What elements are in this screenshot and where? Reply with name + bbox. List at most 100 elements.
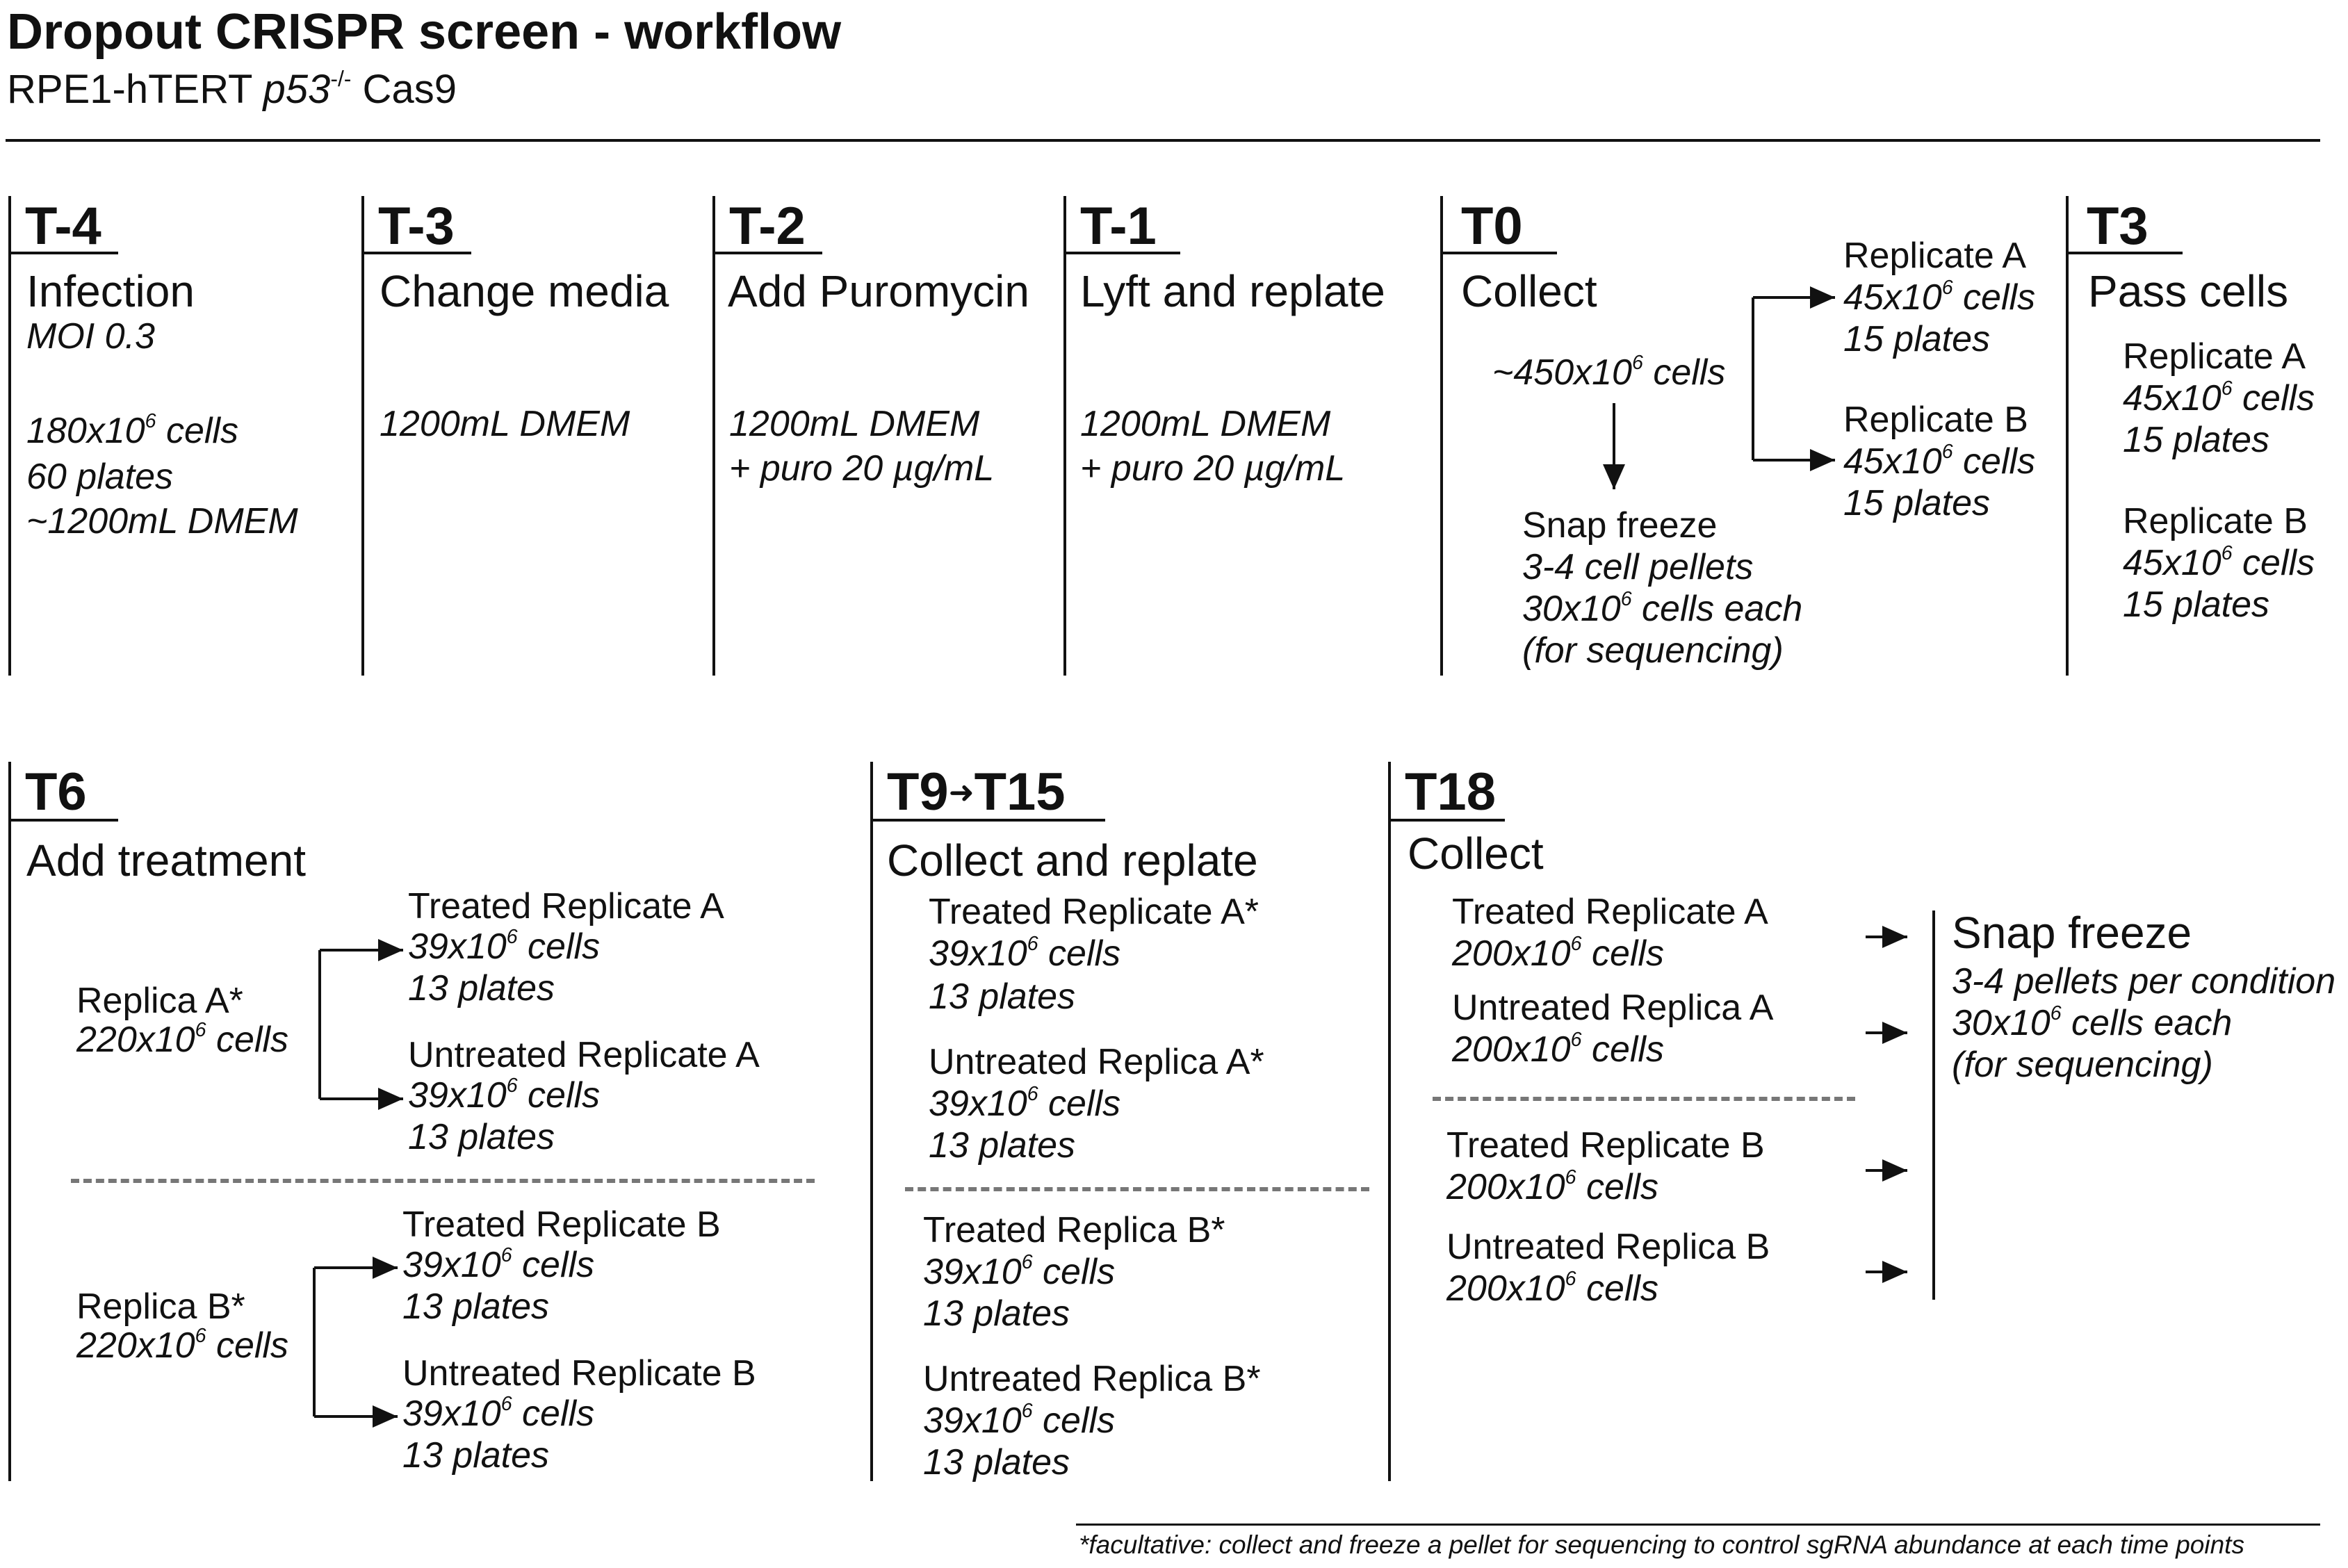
pellets-per-condition: 3-4 pellets per condition [1952, 961, 2336, 1002]
replicate-b-cells: 45x106 cells [1843, 441, 2036, 482]
treated-a-label: Treated Replicate A* [929, 892, 1259, 932]
step-heading: Pass cells [2088, 266, 2289, 316]
untreated-b-label: Untreated Replica B [1446, 1227, 1770, 1267]
divider-t0 [1440, 196, 1443, 676]
subtitle-gene: p53 [263, 67, 331, 112]
untreated-b-cells: 39x106 cells [402, 1393, 595, 1434]
treated-b-plates: 13 plates [402, 1287, 550, 1327]
timepoint-label: T0 [1461, 197, 1523, 256]
step-heading: Lyft and replate [1080, 266, 1385, 316]
timepoint-label: T-1 [1080, 197, 1157, 256]
replicate-a-label: Replicate A [2123, 336, 2306, 377]
replicate-b-label: Replicate B [2123, 501, 2308, 541]
replica-separator [905, 1187, 1369, 1191]
untreated-b-plates: 13 plates [402, 1435, 550, 1476]
step-heading: Collect [1461, 266, 1597, 316]
timepoint-underline [870, 819, 1105, 822]
timepoint-underline [8, 819, 118, 822]
step-heading: Collect [1408, 828, 1544, 879]
step-heading: Add treatment [26, 835, 306, 885]
untreated-a-label: Untreated Replica A [1452, 988, 1774, 1028]
treated-a-cells: 39x106 cells [929, 933, 1121, 974]
timepoint-label: T6 [25, 762, 87, 822]
title-divider [6, 139, 2320, 142]
cell-count: ~450x106 cells [1492, 352, 1726, 393]
footnote: *facultative: collect and freeze a pelle… [1079, 1530, 2244, 1559]
page-title: Dropout CRISPR screen - workflow [7, 4, 842, 60]
untreated-b-label: Untreated Replica B* [923, 1359, 1261, 1399]
timepoint-label: T-2 [729, 197, 806, 256]
replicate-a-plates: 15 plates [1843, 319, 1991, 359]
puromycin-dose: + puro 20 µg/mL [729, 448, 995, 489]
untreated-a-cells: 39x106 cells [929, 1083, 1121, 1124]
divider-t9 [870, 762, 873, 1481]
replica-a-label: Replica A* [76, 981, 243, 1021]
timepoint-label: T3 [2087, 197, 2149, 256]
untreated-b-cells: 39x106 cells [923, 1400, 1116, 1441]
cells-per-pellet: 30x106 cells each [1522, 588, 1803, 629]
step-heading: Infection [26, 266, 195, 316]
arrow-right-icon: ➜ [948, 776, 975, 810]
pellet-count: 3-4 cell pellets [1522, 547, 1754, 587]
timepoint-underline [1063, 252, 1180, 254]
timepoint-label: T9➜T15 [887, 766, 1066, 819]
treated-b-label: Treated Replicate B [1446, 1125, 1765, 1166]
timepoint-label: T-4 [25, 197, 101, 256]
divider-t-2 [712, 196, 715, 676]
cells-per-pellet: 30x106 cells each [1952, 1002, 2233, 1043]
untreated-b-cells: 200x106 cells [1446, 1268, 1658, 1309]
footnote-rule [1076, 1524, 2320, 1526]
replica-separator [71, 1179, 815, 1183]
untreated-a-plates: 13 plates [408, 1117, 555, 1157]
untreated-b-label: Untreated Replicate B [402, 1353, 756, 1394]
untreated-a-cells: 200x106 cells [1452, 1029, 1664, 1070]
divider-snap-freeze [1932, 910, 1935, 1300]
treated-b-cells: 39x106 cells [402, 1244, 595, 1285]
replicate-b-cells: 45x106 cells [2123, 542, 2315, 583]
cell-count: 180x106 cells [26, 410, 238, 451]
replica-b-cells: 220x106 cells [76, 1325, 288, 1366]
treated-a-plates: 13 plates [929, 977, 1076, 1017]
treated-a-plates: 13 plates [408, 968, 555, 1008]
timepoint-label: T18 [1405, 762, 1496, 822]
divider-t-3 [361, 196, 364, 676]
treated-b-label: Treated Replica B* [923, 1210, 1225, 1250]
timepoint-underline [1388, 819, 1505, 822]
replica-separator [1433, 1097, 1855, 1101]
treated-a-cells: 200x106 cells [1452, 933, 1664, 974]
subtitle: RPE1-hTERT p53-/- Cas9 [7, 67, 457, 112]
replicate-a-plates: 15 plates [2123, 420, 2270, 460]
treated-b-label: Treated Replicate B [402, 1204, 721, 1245]
untreated-a-cells: 39x106 cells [408, 1075, 601, 1116]
step-heading: Collect and replate [887, 835, 1258, 885]
replicate-a-cells: 45x106 cells [1843, 277, 2036, 318]
divider-t-1 [1063, 196, 1066, 676]
subtitle-suffix: Cas9 [351, 67, 457, 112]
treated-a-cells: 39x106 cells [408, 926, 601, 967]
media-volume: ~1200mL DMEM [26, 501, 298, 541]
replicate-b-plates: 15 plates [1843, 483, 1991, 523]
timepoint-underline [8, 252, 118, 254]
divider-t6 [8, 762, 11, 1481]
treated-a-label: Treated Replicate A [1452, 892, 1768, 932]
timepoint-underline [2066, 252, 2183, 254]
media-volume: 1200mL DMEM [1080, 404, 1331, 444]
replica-a-cells: 220x106 cells [76, 1019, 288, 1060]
replicate-a-cells: 45x106 cells [2123, 377, 2315, 418]
subtitle-superscript: -/- [330, 66, 352, 91]
step-heading: Change media [380, 266, 669, 316]
timepoint-underline [361, 252, 471, 254]
media-volume: 1200mL DMEM [380, 404, 630, 444]
replica-b-label: Replica B* [76, 1287, 245, 1327]
treated-b-cells: 200x106 cells [1446, 1166, 1658, 1207]
treated-b-plates: 13 plates [923, 1293, 1070, 1334]
untreated-a-plates: 13 plates [929, 1125, 1076, 1166]
plate-count: 60 plates [26, 457, 174, 497]
timepoint-end: T15 [974, 762, 1066, 822]
untreated-b-plates: 13 plates [923, 1442, 1070, 1483]
puromycin-dose: + puro 20 µg/mL [1080, 448, 1346, 489]
replicate-b-plates: 15 plates [2123, 585, 2270, 625]
snap-freeze-label: Snap freeze [1522, 505, 1718, 546]
media-volume: 1200mL DMEM [729, 404, 980, 444]
